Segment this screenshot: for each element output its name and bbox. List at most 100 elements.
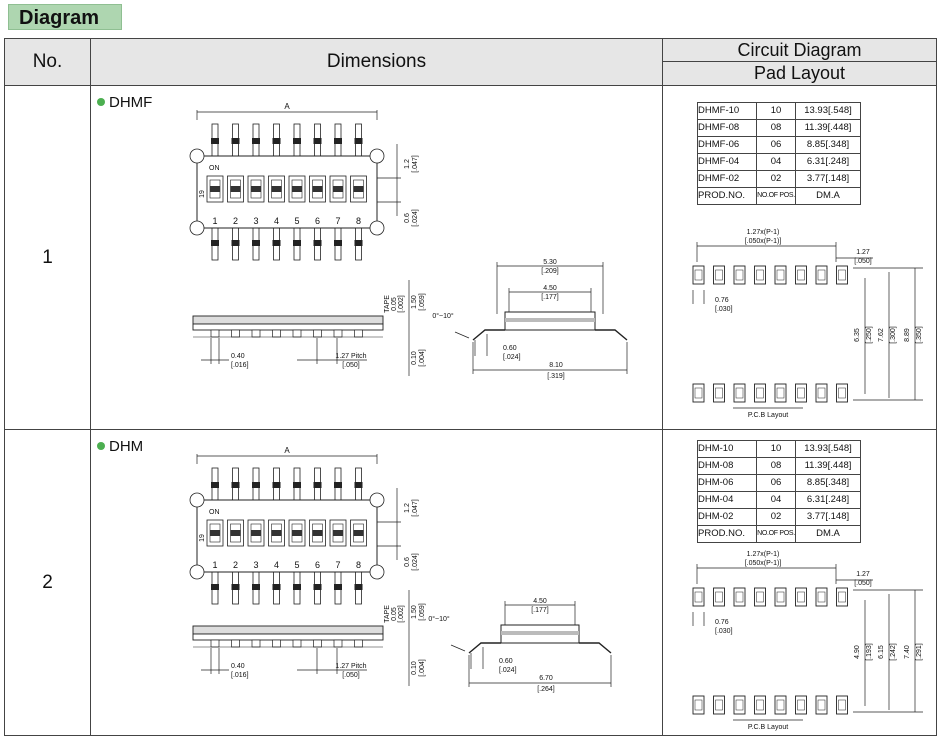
- position-number: 8: [356, 216, 361, 226]
- pin-band: [272, 584, 281, 590]
- dim-010i: [.004]: [419, 349, 426, 367]
- pin-band: [313, 138, 322, 144]
- pad-inner: [756, 699, 764, 711]
- spec-cell: 13.93[.548]: [795, 440, 861, 458]
- position-number: 5: [294, 560, 299, 570]
- dim-150: 1.50: [411, 295, 418, 309]
- pitch-labeli: [.050]: [342, 672, 360, 679]
- spec-cell: 10: [756, 102, 796, 120]
- pad-127: 1.27: [856, 249, 870, 256]
- pad-inner: [694, 387, 703, 399]
- pad-inner: [817, 387, 826, 399]
- pin-band: [231, 240, 240, 246]
- diagram-table: No. Dimensions Circuit Diagram Pad Layou…: [4, 38, 937, 736]
- position-number: 3: [253, 216, 258, 226]
- spec-cell: 11.39[.448]: [795, 119, 861, 137]
- header-circuit-pad: Circuit Diagram Pad Layout: [662, 38, 937, 86]
- dim-060i: [.024]: [499, 667, 517, 674]
- pad-inner: [735, 387, 744, 399]
- dim-w2i: [.177]: [531, 607, 549, 614]
- side-pin: [231, 639, 240, 648]
- end-lead: [579, 642, 612, 654]
- pin-band: [231, 482, 240, 488]
- actuator-knob: [333, 186, 343, 192]
- position-number: 6: [315, 216, 320, 226]
- spec-cell: 08: [756, 119, 796, 137]
- pad-inner: [817, 269, 826, 281]
- pad-076i: [.030]: [715, 628, 733, 635]
- dim-060: 0.60: [499, 658, 513, 665]
- dim-06: 0.6: [404, 213, 411, 223]
- pad-inner: [715, 269, 723, 281]
- dim-w3: 8.10: [549, 362, 563, 369]
- model-bullet-icon: [97, 442, 105, 450]
- pad-h2: 7.62: [878, 328, 885, 342]
- spec-cell: NO.OF POS.: [756, 187, 796, 205]
- tape-label: TAPE: [384, 295, 391, 313]
- pad-inner: [838, 387, 846, 399]
- pin-band: [334, 240, 342, 246]
- spec-cell: 02: [756, 508, 796, 526]
- end-band: [505, 318, 595, 322]
- pin-band: [334, 482, 342, 488]
- model-bullet-icon: [97, 98, 105, 106]
- pad-pitch: 1.27x(P-1): [747, 551, 780, 558]
- end-lead: [472, 329, 505, 341]
- dim-06i: [.024]: [412, 209, 419, 227]
- dim-12i: [.047]: [412, 155, 419, 173]
- angle-label: 0°~10°: [428, 615, 450, 623]
- on-label: ON: [209, 165, 220, 172]
- position-number: 4: [274, 560, 279, 570]
- pad-h1i: [.250]: [866, 326, 873, 344]
- dim-010: 0.10: [411, 351, 418, 365]
- pad-inner: [817, 699, 826, 711]
- pad-inner: [756, 387, 764, 399]
- spec-cell: DHM-10: [697, 440, 757, 458]
- spec-cell: 8.85[.348]: [795, 136, 861, 154]
- dim-005: 0.05: [391, 607, 398, 621]
- pin-band: [252, 584, 260, 590]
- pad-inner: [776, 699, 785, 711]
- pitch-label: 1.27 Pitch: [335, 663, 366, 670]
- spec-cell: DHM-02: [697, 508, 757, 526]
- side-pin: [333, 329, 343, 338]
- dim-005i: [.002]: [398, 605, 405, 623]
- spec-cell: 06: [756, 474, 796, 492]
- pad-inner: [735, 591, 744, 603]
- position-number: 2: [233, 216, 238, 226]
- header-pad: Pad Layout: [753, 63, 846, 83]
- on-label: ON: [209, 509, 220, 516]
- pad-inner: [797, 269, 805, 281]
- pin-band: [211, 240, 219, 246]
- spec-cell: DHMF-06: [697, 136, 757, 154]
- pad-inner: [735, 269, 744, 281]
- pad-h3: 7.40: [904, 645, 911, 659]
- switch-body: [196, 499, 378, 573]
- pin-band: [313, 482, 322, 488]
- dim-010i: [.004]: [419, 659, 426, 677]
- pad-pitchi: [.050x(P-1)]: [745, 238, 782, 245]
- corner-notch: [189, 492, 205, 508]
- pad-h2i: [.242]: [890, 643, 897, 661]
- corner-notch: [369, 564, 385, 580]
- spec-cell: DHM-04: [697, 491, 757, 509]
- actuator-knob: [230, 186, 241, 192]
- side-pin: [251, 329, 261, 338]
- corner-notch: [189, 148, 205, 164]
- dim-150i: [.059]: [419, 293, 426, 311]
- position-number: 1: [212, 560, 217, 570]
- actuator-knob: [251, 186, 261, 192]
- dim-060i: [.024]: [503, 354, 521, 361]
- actuator-knob: [271, 530, 282, 536]
- dim-w1i: [.209]: [541, 268, 559, 275]
- side-body-top: [192, 315, 384, 325]
- nineteen-label: 19: [199, 534, 206, 542]
- dim-w2i: [.177]: [541, 294, 559, 301]
- position-number: 8: [356, 560, 361, 570]
- spec-cell: 04: [756, 491, 796, 509]
- pad-inner: [735, 699, 744, 711]
